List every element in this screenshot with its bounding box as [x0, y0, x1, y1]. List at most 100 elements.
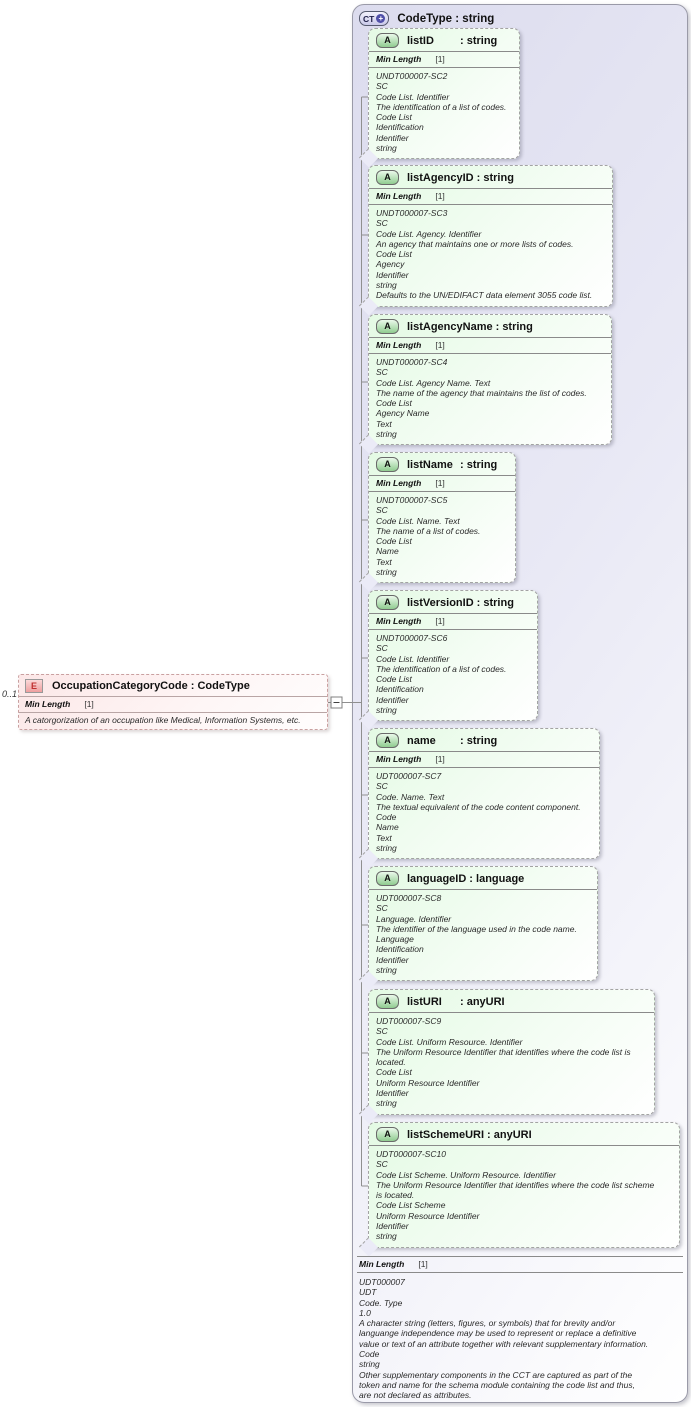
annotation-line: string	[359, 1359, 380, 1370]
annotation-line: Code. Name. Text	[376, 791, 445, 802]
annotation-line: The identification of a list of codes.	[376, 663, 507, 674]
annotation-line: Code	[359, 1349, 380, 1360]
annotation-line: UDT	[359, 1287, 377, 1298]
annotation-line: Other supplementary components in the CC…	[359, 1369, 633, 1380]
annotation-line: The Uniform Resource Identifier that ide…	[376, 1179, 655, 1190]
attribute-name: listID	[407, 34, 434, 47]
annotation-line: UDT000007-SC10	[376, 1149, 446, 1159]
annotation-line: is located.	[376, 1190, 415, 1201]
annotation-line: string	[376, 843, 397, 854]
attribute-facet-row: Min Length [1]	[369, 752, 599, 768]
annotation-line: string	[376, 143, 397, 154]
attribute-facet-row: Min Length[1]	[369, 338, 611, 354]
annotation-line: UNDT000007-SC6	[376, 633, 448, 643]
attribute-header: A name : string	[369, 729, 599, 752]
element-box[interactable]: E OccupationCategoryCode : CodeType Min …	[18, 674, 328, 730]
annotation-line: UNDT000007-SC3	[376, 208, 448, 218]
attribute-type: : language	[469, 872, 525, 885]
attribute-icon: A	[376, 457, 399, 472]
annotation-line: Identifier	[376, 132, 409, 143]
annotation-line: Identifier	[376, 954, 409, 965]
annotation-line: Uniform Resource Identifier	[376, 1210, 480, 1221]
annotation-line: Code. Type	[359, 1297, 403, 1308]
annotation-line: Code List. Agency Name. Text	[376, 377, 491, 388]
annotation-line: Text	[376, 832, 392, 843]
annotation-line: Code List	[376, 249, 412, 260]
annotation-line: are not declared as attributes.	[359, 1390, 472, 1401]
attribute-header: A languageID : language	[369, 867, 597, 890]
attribute-box[interactable]: A listName : string Min Length[1] UNDT00…	[358, 452, 516, 592]
attribute-type: : string	[460, 458, 498, 471]
expand-plus-icon[interactable]: +	[376, 14, 386, 23]
annotation-line: UDT000007	[359, 1277, 405, 1287]
annotation-line: 1.0	[359, 1307, 371, 1318]
element-description: A catorgorization of an occupation like …	[25, 715, 301, 725]
attribute-facet-row: Min Length[1]	[369, 476, 515, 492]
annotation-line: Code List	[376, 674, 412, 685]
facet-value: [1]	[435, 340, 445, 350]
attribute-name: listName	[407, 458, 453, 471]
annotation-line: A character string (letters, figures, or…	[359, 1318, 616, 1329]
annotation-line: The identification of a list of codes.	[376, 101, 507, 112]
attribute-box[interactable]: A listVersionID : string Min Length[1] U…	[358, 590, 538, 730]
annotation-line: languange independence may be used to re…	[359, 1328, 637, 1339]
attribute-type: : anyURI	[460, 995, 505, 1008]
annotation-line: string	[376, 429, 397, 440]
annotation-line: located.	[376, 1057, 406, 1068]
attribute-box[interactable]: A listID : string Min Length[1] UNDT0000…	[358, 28, 520, 168]
annotation-line: Code List Scheme. Uniform Resource. Iden…	[376, 1169, 556, 1180]
annotation-line: The identifier of the language used in t…	[376, 923, 577, 934]
facet-value: [1]	[435, 616, 445, 626]
attribute-box[interactable]: A listAgencyName : string Min Length[1] …	[358, 314, 612, 454]
annotation-line: Identifier	[376, 1088, 409, 1099]
annotation-line: UNDT000007-SC5	[376, 495, 448, 505]
annotation-line: string	[376, 705, 397, 716]
annotation-line: UNDT000007-SC2	[376, 71, 448, 81]
facet-name: Min Length	[376, 478, 422, 488]
complextype-icon-label: CT	[363, 13, 375, 24]
attribute-type: : string	[476, 171, 514, 184]
annotation-line: string	[376, 567, 397, 578]
attribute-type: : string	[460, 34, 498, 47]
annotation-line: The name of the agency that maintains th…	[376, 387, 587, 398]
complextype-icon[interactable]: CT+	[359, 11, 390, 26]
annotation-line: Language. Identifier	[376, 913, 452, 924]
annotation-line: Identification	[376, 944, 424, 955]
facet-name: Min Length	[359, 1259, 405, 1269]
facet-name: Min Length	[25, 699, 71, 709]
annotation-line: SC	[376, 81, 388, 92]
annotation-line: The Uniform Resource Identifier that ide…	[376, 1046, 631, 1057]
attribute-icon: A	[376, 1127, 399, 1142]
attribute-box[interactable]: A listAgencyID : string Min Length[1] UN…	[358, 165, 613, 316]
annotation-line: Text	[376, 556, 392, 567]
annotation-line: SC	[376, 1159, 388, 1170]
attribute-icon: A	[376, 994, 399, 1009]
attribute-box[interactable]: A name : string Min Length[1] UDT000007-…	[358, 728, 600, 868]
attribute-facet-row: Min Length[1]	[369, 52, 519, 68]
facet-name: Min Length	[376, 754, 422, 764]
facet-value: [1]	[435, 754, 445, 764]
annotation-line: Identifier	[376, 1221, 409, 1232]
attribute-icon: A	[376, 595, 399, 610]
annotation-line: SC	[376, 505, 388, 516]
annotation-line: SC	[376, 218, 388, 229]
annotation-line: UDT000007-SC8	[376, 893, 442, 903]
attribute-type: : string	[476, 596, 514, 609]
attribute-name: listAgencyName	[407, 320, 493, 333]
annotation-line: Identifier	[376, 694, 409, 705]
annotation-line: Defaults to the UN/EDIFACT data element …	[376, 290, 593, 301]
attribute-type: : string	[495, 320, 533, 333]
annotation-line: Identification	[376, 684, 424, 695]
attribute-header: A listAgencyID : string	[369, 166, 612, 189]
attribute-header: A listName : string	[369, 453, 515, 476]
annotation-line: value or text of an attribute together w…	[359, 1338, 649, 1349]
complextype-title: CodeType : string	[397, 12, 495, 25]
